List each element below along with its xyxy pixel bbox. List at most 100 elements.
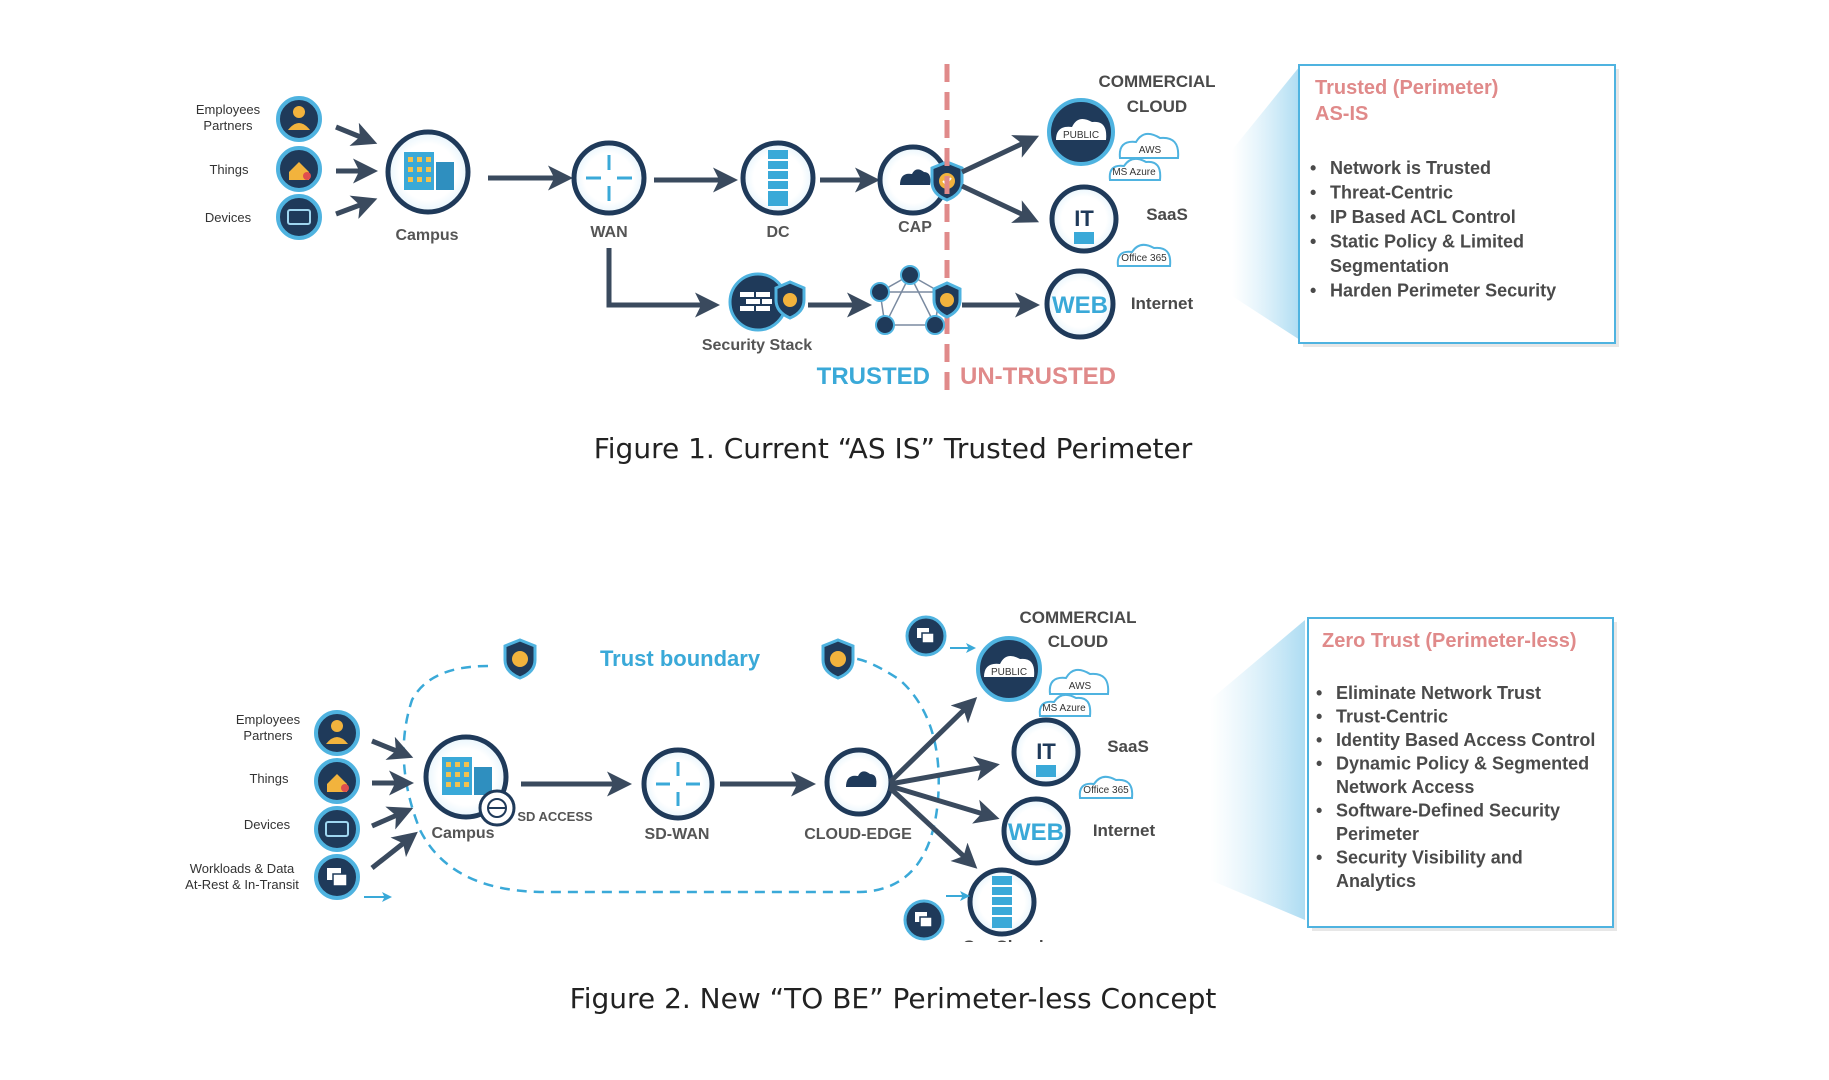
to-be-bullet-item: Network Access [1336, 777, 1474, 797]
commercial-cloud-label: COMMERCIAL [1098, 72, 1215, 91]
workloads-icon [905, 615, 947, 657]
as-is-bullet-dot: • [1310, 281, 1316, 301]
sd-wan-label: SD-WAN [645, 826, 710, 843]
source-label-at-rest: At-Rest & In-Transit [185, 877, 299, 892]
figure-2: Trust boundary Employees Partners Things… [185, 608, 1617, 1015]
shield-icon [774, 280, 806, 320]
govcloud-label: GovCloud [962, 937, 1043, 956]
trusted-label: TRUSTED [817, 363, 930, 390]
it-saas-icon: IT [1049, 184, 1119, 254]
to-be-bullet-dot: • [1316, 754, 1322, 774]
sd-access-label: SD ACCESS [517, 809, 593, 824]
devices-icon [314, 806, 360, 852]
panel-beam [1232, 66, 1300, 340]
office365-cloud-icon: Office 365 [1078, 775, 1134, 799]
as-is-bullet-dot: • [1310, 232, 1316, 252]
to-be-bullet-item: Security Visibility and [1336, 848, 1523, 868]
security-stack-label: Security Stack [702, 337, 812, 354]
as-is-bullet-dot: • [1310, 207, 1316, 227]
source-label-employees: Employees [196, 102, 261, 117]
source-label-partners: Partners [203, 118, 253, 133]
svg-text:AWS: AWS [1069, 681, 1092, 692]
as-is-bullet-dot: • [1310, 183, 1316, 203]
svg-text:Office 365: Office 365 [1083, 785, 1129, 796]
to-be-bullet-dot: • [1316, 683, 1322, 703]
as-is-panel-subtitle: AS-IS [1315, 103, 1368, 125]
as-is-panel-title: Trusted (Perimeter) [1315, 77, 1498, 99]
to-be-panel-title: Zero Trust (Perimeter-less) [1322, 630, 1577, 652]
as-is-bullet-item: Static Policy & Limited [1330, 232, 1524, 252]
internet-label: Internet [1131, 294, 1194, 313]
to-be-bullet-item: Analytics [1336, 871, 1416, 891]
source-label-devices: Devices [244, 817, 291, 832]
datacenter-icon [740, 140, 816, 216]
things-icon [276, 146, 322, 192]
things-icon [314, 758, 360, 804]
campus-label: Campus [431, 825, 494, 842]
figure-1: Employees Partners Things Devices [196, 64, 1619, 465]
svg-text:IT: IT [1074, 206, 1094, 231]
router-icon [571, 140, 647, 216]
it-saas-icon: IT [1011, 717, 1081, 787]
to-be-bullet-item: Perimeter [1336, 824, 1419, 844]
to-be-bullet-item: Software-Defined Security [1336, 801, 1560, 821]
svg-text:PUBLIC: PUBLIC [991, 667, 1027, 678]
svg-text:MS Azure: MS Azure [1042, 703, 1086, 714]
svg-text:WEB: WEB [1008, 819, 1064, 846]
router-icon [641, 747, 715, 821]
workloads-icon [314, 854, 360, 900]
mesh-network-icon [870, 265, 945, 335]
to-be-bullet-dot: • [1316, 707, 1322, 727]
shield-icon [503, 638, 537, 680]
commercial-cloud-label: COMMERCIAL [1019, 608, 1136, 627]
public-cloud-icon: PUBLIC [976, 636, 1042, 702]
svg-text:Office 365: Office 365 [1121, 253, 1167, 264]
dc-label: DC [766, 224, 790, 241]
campus-icon [385, 129, 471, 215]
aws-cloud-icon: AWS [1048, 668, 1110, 695]
internet-label: Internet [1093, 821, 1156, 840]
figure-1-caption: Figure 1. Current “AS IS” Trusted Perime… [594, 432, 1193, 465]
azure-cloud-icon: MS Azure [1038, 693, 1092, 717]
web-icon: WEB [1001, 796, 1071, 866]
source-label-workloads: Workloads & Data [190, 861, 295, 876]
shield-icon [821, 638, 855, 680]
untrusted-label: UN-TRUSTED [960, 363, 1116, 390]
panel-beam [1210, 620, 1305, 920]
workloads-icon [903, 899, 945, 941]
as-is-bullet-item: Harden Perimeter Security [1330, 281, 1556, 301]
as-is-panel: Trusted (Perimeter) AS-IS • Network is Tr… [1298, 64, 1619, 347]
as-is-bullet-dot: • [1310, 158, 1316, 178]
to-be-bullet-item: Dynamic Policy & Segmented [1336, 754, 1589, 774]
saas-label: SaaS [1107, 737, 1149, 756]
cap-label: CAP [898, 219, 932, 236]
wan-label: WAN [590, 224, 627, 241]
devices-icon [276, 194, 322, 240]
commercial-cloud-label-2: CLOUD [1048, 632, 1108, 651]
sd-access-icon [478, 789, 516, 827]
datacenter-icon [967, 867, 1037, 937]
campus-label: Campus [395, 227, 458, 244]
cloud-edge-label: CLOUD-EDGE [804, 826, 912, 843]
svg-text:IT: IT [1036, 739, 1056, 764]
to-be-bullet-dot: • [1316, 730, 1322, 750]
source-label-things: Things [249, 771, 289, 786]
source-label-devices: Devices [205, 210, 252, 225]
to-be-bullet-item: Trust-Centric [1336, 707, 1448, 727]
as-is-bullet-item: Segmentation [1330, 256, 1449, 276]
cloud-edge-icon [824, 747, 894, 817]
person-icon [276, 96, 322, 142]
svg-text:PUBLIC: PUBLIC [1063, 130, 1099, 141]
commercial-cloud-label-2: CLOUD [1127, 97, 1187, 116]
shield-icon [932, 281, 962, 319]
source-label-partners: Partners [243, 728, 293, 743]
source-label-employees: Employees [236, 712, 301, 727]
as-is-bullet-item: Network is Trusted [1330, 158, 1491, 178]
aws-cloud-icon: AWS [1118, 132, 1180, 159]
source-label-things: Things [209, 162, 249, 177]
to-be-bullet-dot: • [1316, 848, 1322, 868]
person-icon [314, 710, 360, 756]
as-is-bullet-item: IP Based ACL Control [1330, 207, 1516, 227]
svg-text:MS Azure: MS Azure [1112, 167, 1156, 178]
